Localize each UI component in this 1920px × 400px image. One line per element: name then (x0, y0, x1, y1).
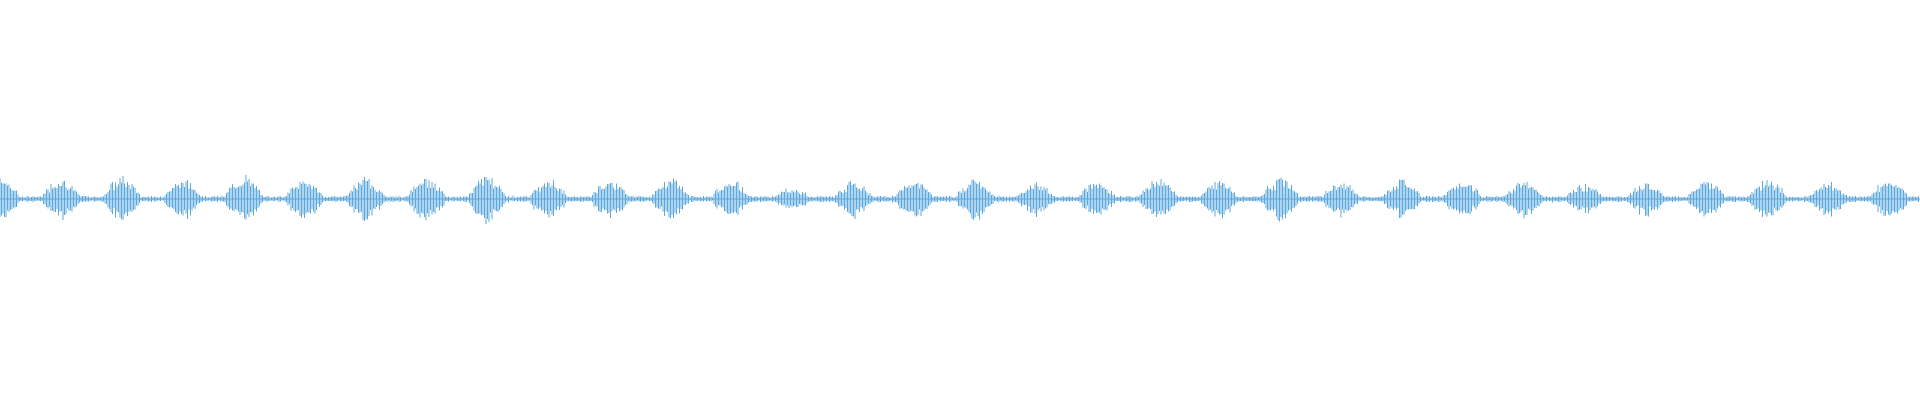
waveform-bursts (0, 174, 1919, 224)
waveform-path (0, 174, 1919, 224)
